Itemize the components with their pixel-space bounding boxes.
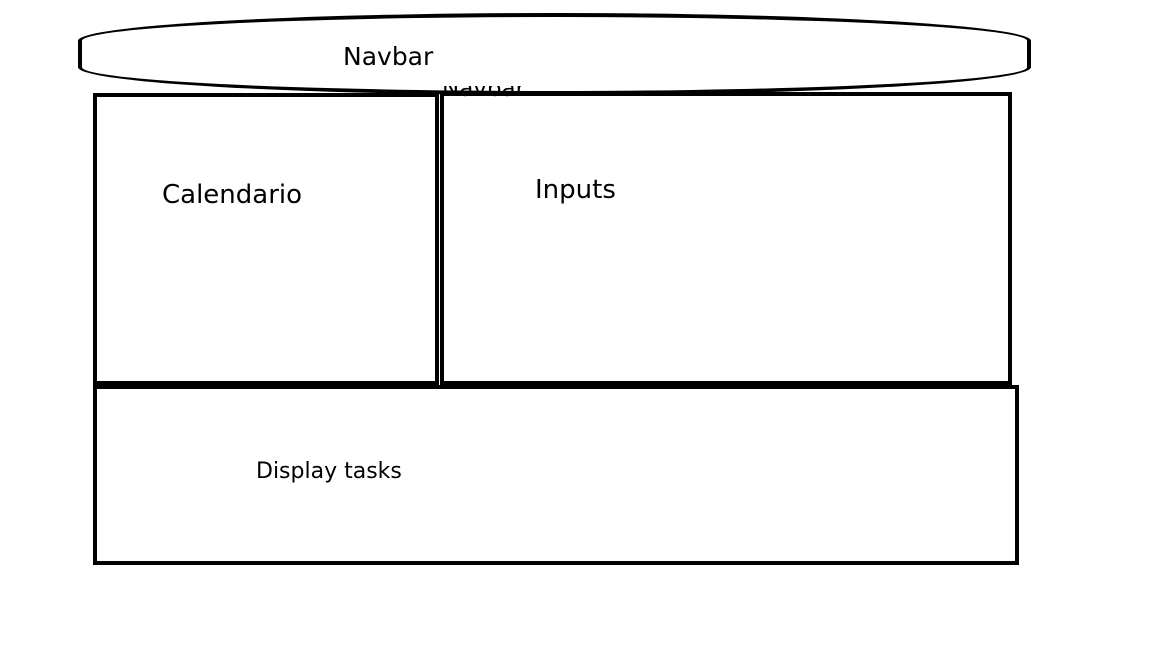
navbar-shape <box>78 13 1031 95</box>
inputs-box <box>440 92 1012 385</box>
calendar-box <box>93 93 439 385</box>
inputs-label: Inputs <box>535 175 616 205</box>
display-tasks-label: Display tasks <box>256 459 402 484</box>
tasks-box <box>93 385 1019 565</box>
calendar-label: Calendario <box>162 180 303 210</box>
navbar-ghost-label: Navbar <box>442 78 526 102</box>
navbar-label: Navbar <box>343 42 434 71</box>
